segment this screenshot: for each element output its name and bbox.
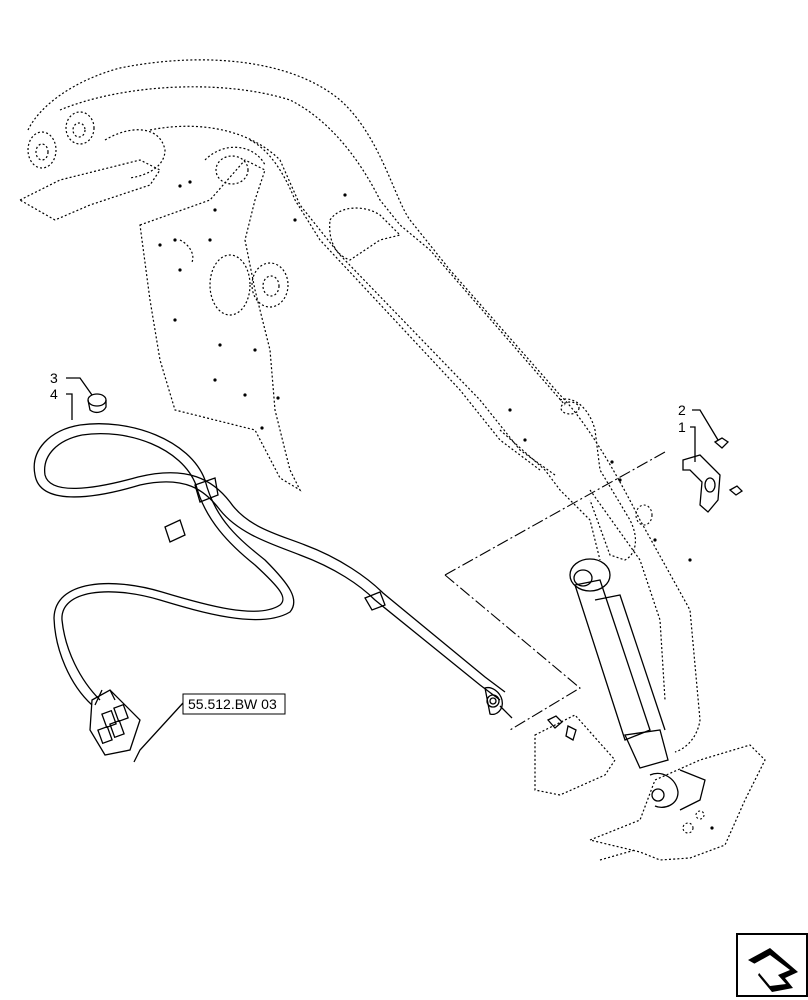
reference-label: 55.512.BW 03	[188, 696, 277, 712]
part-2-bolts	[713, 437, 744, 496]
sensor-bracket-phantom	[534, 714, 616, 796]
leader-lines	[66, 377, 719, 763]
mounting-area-outline	[444, 451, 666, 731]
structure-holes	[158, 180, 714, 830]
loader-arm-phantom	[18, 59, 766, 861]
callout-2: 2	[678, 402, 686, 418]
part-3-cap	[87, 393, 107, 414]
lift-cylinder	[569, 558, 706, 811]
next-page-arrow-icon[interactable]	[736, 933, 808, 997]
callout-4: 4	[50, 386, 58, 402]
part-1-bracket	[682, 454, 721, 513]
callout-3: 3	[50, 370, 58, 386]
callout-1: 1	[678, 419, 686, 435]
wiring-harness	[33, 423, 513, 756]
reference-box[interactable]: 55.512.BW 03	[182, 693, 286, 715]
